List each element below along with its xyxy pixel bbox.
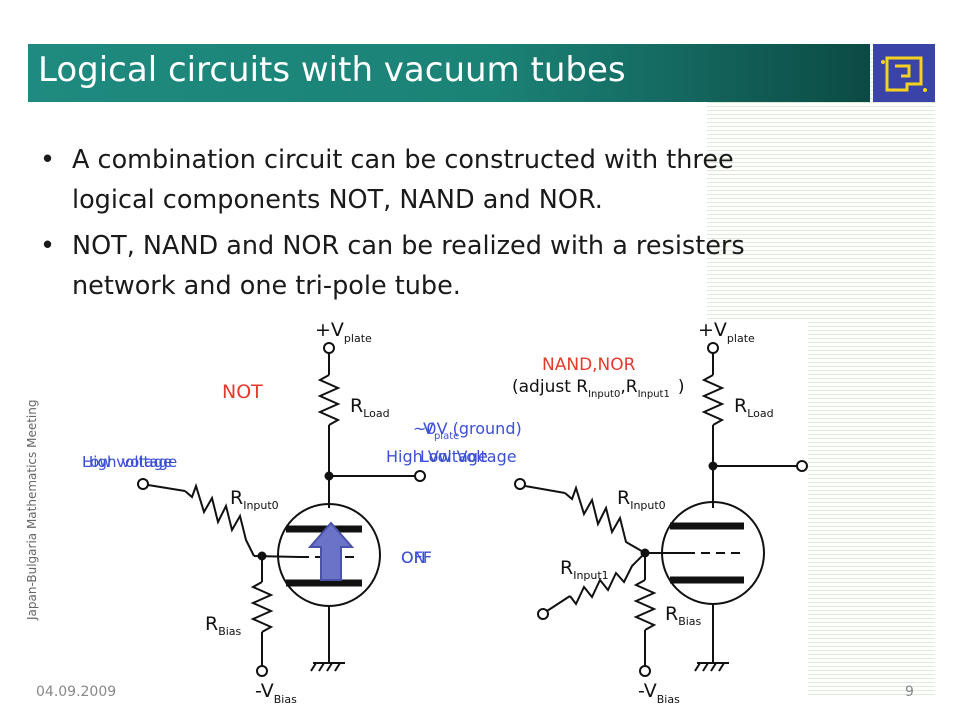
rinput1-label: RInput1 [560,557,609,582]
output-value-b: Vplate [423,419,459,442]
rbias-label: RBias [205,613,242,638]
plate-terminal [707,342,719,354]
bullet-line: network and one tri-pole tube. [72,271,461,301]
state-annotation-b: OFF [401,548,432,567]
wire [524,485,566,494]
vbias-label: -VBias [255,680,297,706]
ground-hatch [318,662,325,672]
input0-resistor [564,484,646,554]
logo-graphic [879,50,929,96]
vbias-label: -VBias [638,680,680,706]
rload-label: RLoad [350,395,390,420]
ground-hatch [710,662,717,672]
page-number: 9 [905,684,914,700]
circuit-right [514,342,808,677]
wire [546,595,571,612]
load-resistor [317,374,341,426]
output-annotation-a: High Voltage [386,447,488,466]
rinput0-label: RInput0 [230,487,279,512]
vplate-label: +Vplate [315,319,372,345]
bias-resistor [250,581,274,633]
junction-dot [324,471,334,481]
circuit-left [137,342,426,677]
adjust-note: (adjust RInput0,RInput1) [512,377,684,400]
input-annotation-a: High voltage [82,453,177,471]
rbias-label: RBias [665,603,702,628]
bullet-line: logical components NOT, NAND and NOR. [72,185,603,215]
output-annotation-b: Low Voltage [420,447,517,466]
output-terminal [796,460,808,472]
junction-dot [708,461,718,471]
input0-terminal [514,478,526,490]
bullet-line: A combination circuit can be constructed… [72,145,734,175]
bias-resistor [633,579,657,631]
circuit-right-background [508,320,808,695]
input1-resistor [569,552,646,606]
bullet-list: • A combination circuit can be construct… [38,140,898,312]
bullet-dot-icon: • [40,145,56,175]
jbmm-logo-icon [873,44,935,102]
slide-title: Logical circuits with vacuum tubes [38,50,626,90]
not-gate-label: NOT [222,381,263,403]
ground-hatch [334,662,341,672]
input-annotation-b: Low voltage [82,453,172,471]
ground-hatch [702,662,709,672]
ground-hatch [694,662,701,672]
bullet-line: NOT, NAND and NOR can be realized with a… [72,231,745,261]
title-bar [28,44,870,102]
bias-terminal [256,665,268,677]
plate-terminal [323,342,335,354]
wire [147,484,186,492]
bullet-item: • NOT, NAND and NOR can be realized with… [38,226,898,306]
rinput0-label: RInput0 [617,487,666,512]
state-annotation-a: ON [401,548,426,567]
vplate-label: +Vplate [698,319,755,345]
load-resistor [701,374,725,426]
input-terminal [137,478,149,490]
bullet-item: • A combination circuit can be construct… [38,140,898,220]
output-value-a: ~0V (ground) [413,419,522,438]
ground-hatch [310,662,317,672]
output-terminal [414,470,426,482]
nand-nor-gate-label: NAND,NOR [542,355,636,375]
bullet-dot-icon: • [40,231,56,261]
ground-hatch [718,662,725,672]
bias-terminal [639,665,651,677]
state-arrow-icon [307,521,355,581]
input1-terminal [537,608,549,620]
rload-label: RLoad [734,395,774,420]
input-resistor [184,482,255,557]
ground-hatch [326,662,333,672]
footer-date: 04.09.2009 [36,684,117,700]
